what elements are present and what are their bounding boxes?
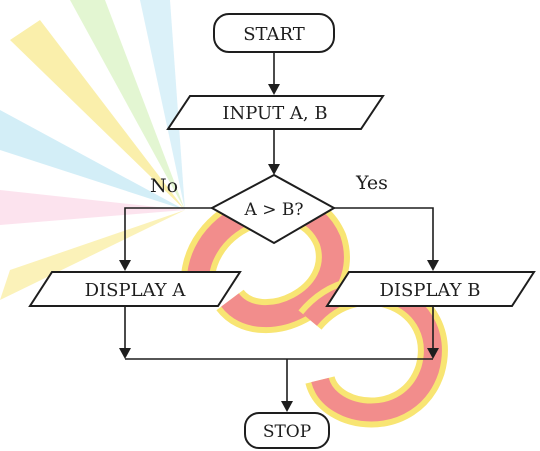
stop-terminator: STOP (244, 412, 330, 449)
watermark-letters (180, 189, 448, 428)
no-branch-label: No (150, 175, 178, 197)
arrowhead-icon (427, 260, 439, 271)
arrowhead-icon (268, 84, 280, 95)
display-b-label: DISPLAY B (379, 280, 480, 301)
connector-start-to-input (268, 52, 280, 95)
connector-display-b-down (427, 306, 439, 359)
arrowhead-icon (119, 348, 131, 359)
stop-label: STOP (263, 422, 311, 442)
connector-input-to-decision (268, 129, 280, 175)
display-b-parallelogram: DISPLAY B (325, 271, 536, 307)
arrowhead-icon (119, 260, 131, 271)
connector-no-branch (119, 207, 212, 271)
connector-yes-branch (334, 207, 439, 271)
start-label: START (243, 24, 305, 45)
arrowhead-icon (281, 401, 293, 412)
arrowhead-icon (427, 348, 439, 359)
input-parallelogram: INPUT A, B (166, 95, 385, 130)
display-a-parallelogram: DISPLAY A (28, 271, 242, 307)
display-a-label: DISPLAY A (85, 280, 187, 301)
yes-branch-label: Yes (355, 172, 388, 194)
start-terminator: START (213, 13, 335, 53)
decision-label: A > B? (244, 200, 304, 220)
watermark-rays (0, 0, 185, 300)
connector-display-a-down (119, 306, 131, 359)
decision-diamond: A > B? (209, 173, 337, 245)
input-label: INPUT A, B (222, 103, 327, 124)
connector-merge (125, 358, 433, 412)
arrowhead-icon (268, 164, 280, 175)
